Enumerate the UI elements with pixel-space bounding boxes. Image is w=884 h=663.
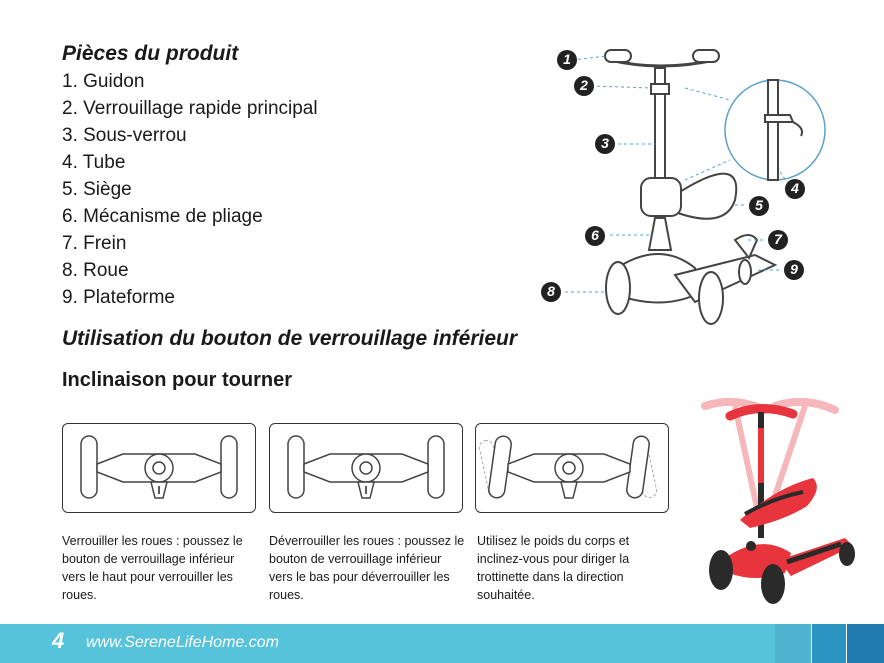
callout-6 — [585, 226, 605, 246]
callout-3 — [595, 134, 615, 154]
part-item: 6. Mécanisme de pliage — [62, 206, 263, 227]
parts-list: 1. Guidon 2. Verrouillage rapide princip… — [62, 68, 318, 311]
part-item: 8. Roue — [62, 260, 129, 281]
part-item: 1. Guidon — [62, 71, 145, 92]
scooter-parts-diagram — [565, 49, 826, 325]
unlock-wheels-panel — [269, 423, 463, 513]
tilt-to-turn-caption: Utilisez le poids du corps et inclinez-v… — [477, 534, 630, 602]
parts-title: Pièces du produit — [62, 42, 239, 65]
part-item: 4. Tube — [62, 152, 126, 173]
callout-7-label: 7 — [774, 231, 782, 247]
part-item: 7. Frein — [62, 233, 127, 254]
unlock-wheels-caption: Déverrouiller les roues : poussez le bou… — [269, 534, 465, 602]
footer-tab — [775, 624, 811, 663]
scooter-tilt-photo — [701, 397, 855, 604]
part-item: 3. Sous-verrou — [62, 125, 187, 146]
callout-9-label: 9 — [790, 261, 798, 277]
page-number: 4 — [52, 628, 65, 653]
callout-6-label: 6 — [591, 227, 599, 243]
tilt-to-turn-illustration — [478, 435, 658, 499]
callout-1 — [557, 50, 577, 70]
section-subtitle: Inclinaison pour tourner — [62, 369, 293, 391]
callout-1-label: 1 — [563, 51, 571, 67]
section-title: Utilisation du bouton de verrouillage in… — [62, 327, 518, 350]
lock-wheels-caption: Verrouiller les roues : poussez le bouto… — [62, 534, 243, 602]
callout-5-label: 5 — [755, 197, 763, 213]
callout-9 — [784, 260, 804, 280]
part-item: 5. Siège — [62, 179, 132, 200]
part-item: 2. Verrouillage rapide principal — [62, 98, 318, 119]
callout-8 — [541, 282, 561, 302]
callout-2 — [574, 76, 594, 96]
lock-wheels-panel — [62, 423, 256, 513]
callout-8-label: 8 — [547, 283, 555, 299]
lock-wheels-illustration — [80, 435, 238, 499]
unlock-wheels-illustration — [287, 435, 445, 499]
callout-5 — [749, 196, 769, 216]
tilt-to-turn-panel — [475, 423, 669, 513]
website-link[interactable]: www.SereneLifeHome.com — [86, 634, 279, 651]
callout-4-label: 4 — [791, 180, 799, 196]
callout-3-label: 3 — [601, 135, 609, 151]
callout-7 — [768, 230, 788, 250]
part-item: 9. Plateforme — [62, 287, 175, 308]
footer-tab — [847, 624, 884, 663]
footer-bar — [0, 624, 775, 663]
callout-2-label: 2 — [580, 77, 588, 93]
callout-4 — [785, 179, 805, 199]
footer-tab — [812, 624, 846, 663]
